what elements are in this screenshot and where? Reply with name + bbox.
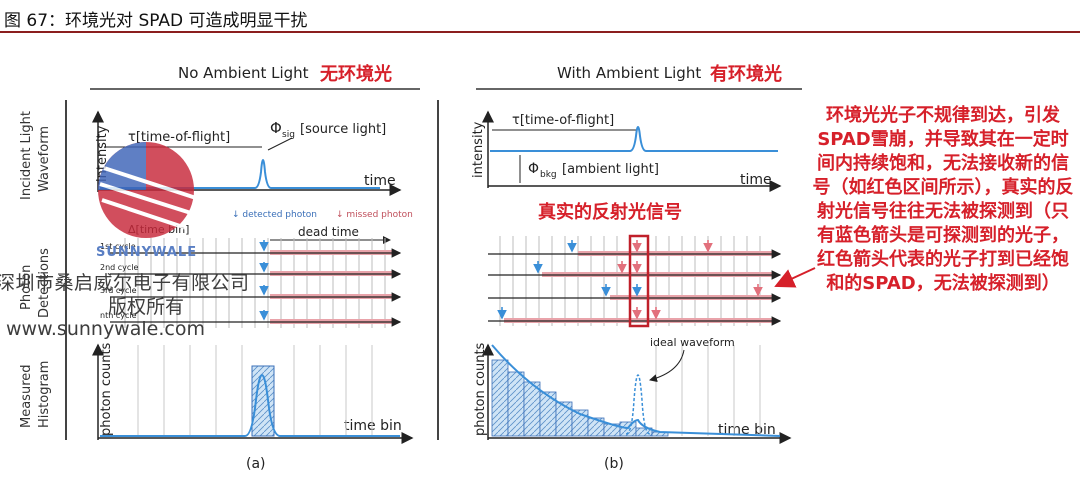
panel-b-heading-en: With Ambient Light	[557, 64, 701, 82]
panel-a-dead-time: dead time	[298, 225, 359, 239]
panel-a-heading-cn: 无环境光	[320, 63, 392, 85]
watermark-brand: SUNNYWALE	[96, 245, 198, 260]
watermark-rights: 版权所有	[108, 296, 185, 318]
panel-b-heading-cn: 有环境光	[710, 63, 782, 85]
panel-a-photon-counts: photon counts	[99, 342, 114, 436]
panel-b: With Ambient Light 有环境光 intensity time τ…	[471, 63, 802, 472]
panel-a-cyclen: nth cycle	[100, 311, 137, 320]
panel-a-time-bin-axis: time bin	[344, 418, 402, 434]
panel-a-cycle3: 3rd cycle	[100, 286, 137, 295]
panel-a-label: (a)	[246, 456, 266, 472]
panel-a-tof: τ[time-of-flight]	[128, 130, 230, 145]
watermark-logo	[98, 142, 197, 238]
panel-b-intensity: intensity	[471, 121, 486, 178]
row-label-detections-2: Detections	[37, 248, 52, 318]
panel-a-cycle2: 2nd cycle	[100, 263, 139, 272]
row-label-detections: Photon	[19, 265, 34, 310]
panel-b-label: (b)	[604, 456, 624, 472]
panel-a-cycle1: 1st cycle	[100, 242, 136, 251]
figure-title: 图 67：环境光对 SPAD 可造成明显干扰	[4, 11, 308, 31]
watermark-url: www.sunnywale.com	[6, 318, 205, 340]
panel-b-phi: Φ	[528, 161, 539, 177]
panel-b-ideal: ideal waveform	[650, 336, 735, 349]
panel-b-photon-counts: photon counts	[473, 342, 488, 436]
panel-b-ambient: [ambient light]	[562, 162, 659, 177]
row-label-histogram: Measured	[19, 364, 34, 428]
panel-a-time: time	[364, 173, 396, 189]
panel-a-heading-en: No Ambient Light	[178, 64, 309, 82]
panel-b-time: time	[740, 172, 772, 188]
panel-a-phi-sub: sig	[282, 130, 295, 140]
row-labels: Incident Light Waveform Photon Detection…	[19, 111, 52, 428]
panel-b-red-caption: 真实的反射光信号	[538, 201, 682, 223]
watermark-company: 深圳市桑启威尔电子有限公司	[0, 272, 250, 294]
panel-a-source: [source light]	[300, 122, 386, 137]
panel-b-tof: τ[time-of-flight]	[512, 113, 614, 128]
row-label-waveform-2: Waveform	[37, 126, 52, 192]
row-label-histogram-2: Histogram	[37, 361, 52, 428]
header-rule	[0, 31, 1080, 33]
row-label-waveform: Incident Light	[19, 111, 34, 200]
annotation-note: 环境光光子不规律到达，引发SPAD雪崩，并导致其在一定时间内持续饱和，无法接收新…	[812, 105, 1074, 294]
panel-b-phi-sub: bkg	[540, 170, 557, 180]
panel-a-legend-missed: ↓ missed photon	[336, 210, 413, 220]
panel-a-phi: Φ	[270, 119, 282, 137]
panel-a-legend-detected: ↓ detected photon	[232, 210, 317, 220]
figure-header: 图 67：环境光对 SPAD 可造成明显干扰	[0, 0, 1080, 34]
